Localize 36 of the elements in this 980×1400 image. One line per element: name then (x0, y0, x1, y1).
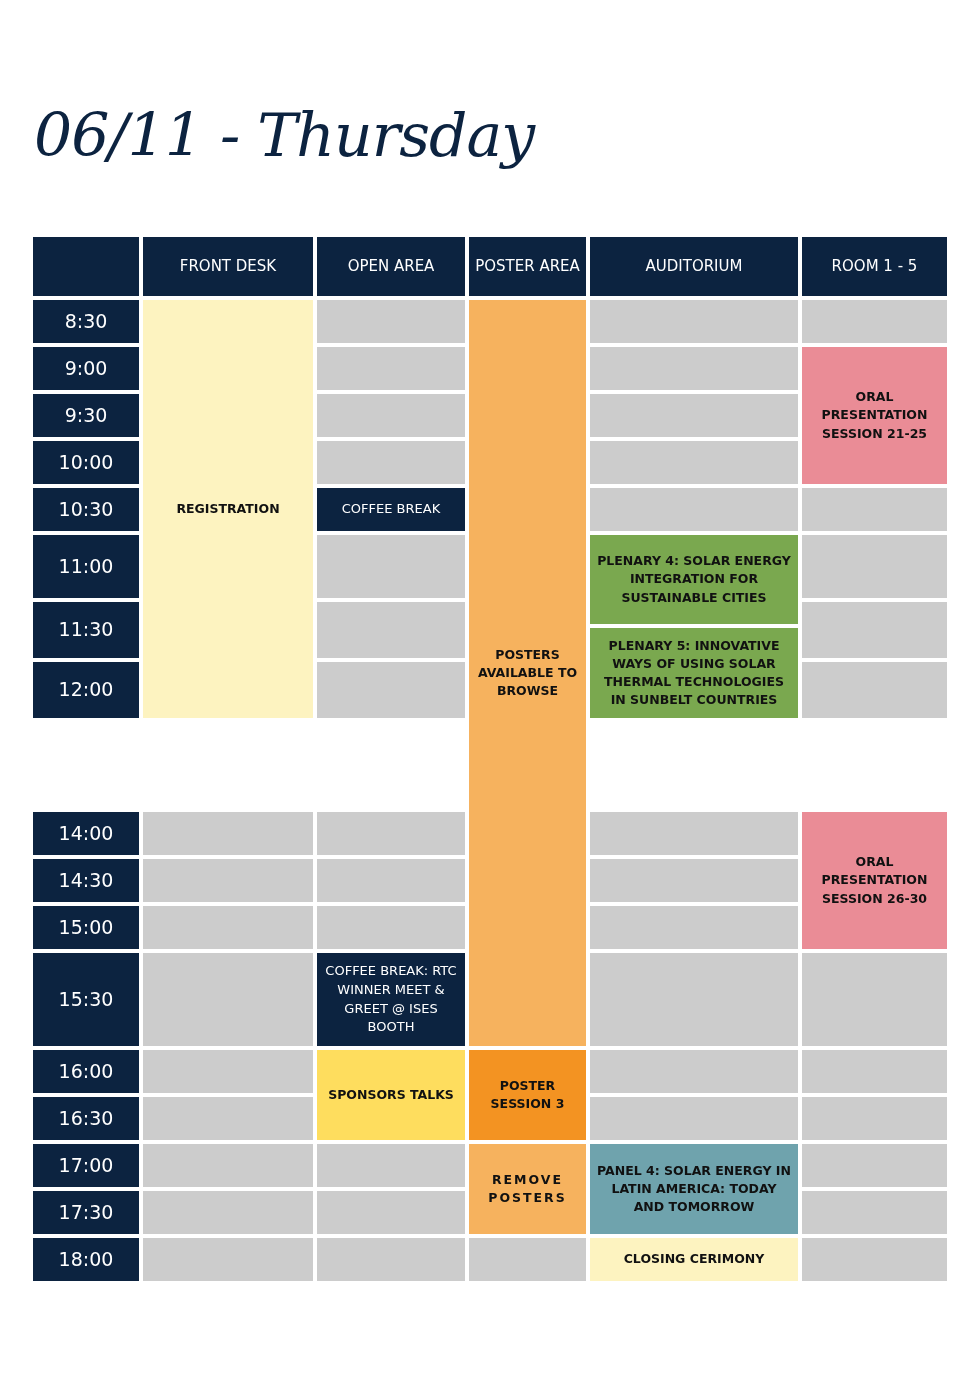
session-block: PLENARY 4: SOLAR ENERGY INTEGRATION FOR SUSTAINABLE CITIES (590, 535, 798, 624)
time-slot: 16:30 (33, 1097, 139, 1140)
time-slot: 15:00 (33, 906, 139, 949)
time-slot: 10:30 (33, 488, 139, 531)
time-slot: 14:00 (33, 812, 139, 855)
time-slot: 10:00 (33, 441, 139, 484)
time-slot: 9:30 (33, 394, 139, 437)
time-slot: 11:00 (33, 535, 139, 598)
session-block: ORAL PRESENTATION SESSION 26-30 (802, 812, 947, 949)
session-block: ORAL PRESENTATION SESSION 21-25 (802, 347, 947, 484)
time-slot: 8:30 (33, 300, 139, 343)
time-slot: 17:30 (33, 1191, 139, 1234)
session-block: REGISTRATION (143, 300, 313, 718)
room-header: ROOM 1 - 5 (802, 237, 947, 296)
time-slot: 11:30 (33, 602, 139, 658)
session-block: PLENARY 5: INNOVATIVE WAYS OF USING SOLAR THERMAL TECHNOLOGIES IN SUNBELT COUNTRIES (590, 628, 798, 718)
room-header: FRONT DESK (143, 237, 313, 296)
time-slot: 17:00 (33, 1144, 139, 1187)
room-header: OPEN AREA (317, 237, 465, 296)
session-block: REMOVE POSTERS (469, 1144, 586, 1234)
room-header: POSTER AREA (469, 237, 586, 296)
time-slot: 14:30 (33, 859, 139, 902)
time-slot: 12:00 (33, 662, 139, 718)
session-block: CLOSING CERIMONY (590, 1238, 798, 1281)
session-block: PANEL 4: SOLAR ENERGY IN LATIN AMERICA: TODAY AND TOMORROW (590, 1144, 798, 1234)
session-block: POSTER SESSION 3 (469, 1050, 586, 1140)
time-slot: 9:00 (33, 347, 139, 390)
time-slot: 18:00 (33, 1238, 139, 1281)
session-block: COFFEE BREAK (317, 488, 465, 531)
page-title: 06/11 - Thursday (34, 100, 535, 170)
session-block: COFFEE BREAK: RTC WINNER MEET & GREET @ ISES BOOTH (317, 953, 465, 1046)
time-slot: 16:00 (33, 1050, 139, 1093)
room-header: AUDITORIUM (590, 237, 798, 296)
session-block: POSTERS AVAILABLE TO BROWSE (469, 300, 586, 1046)
session-block: SPONSORS TALKS (317, 1050, 465, 1140)
time-slot: 15:30 (33, 953, 139, 1046)
